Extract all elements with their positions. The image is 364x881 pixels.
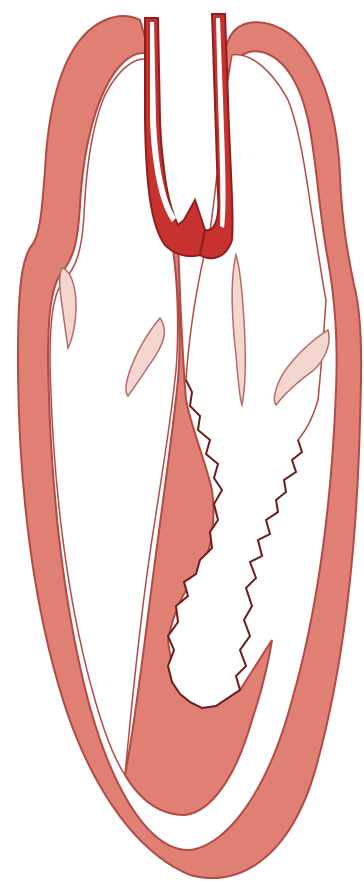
right-chamber-cavity — [168, 55, 326, 708]
